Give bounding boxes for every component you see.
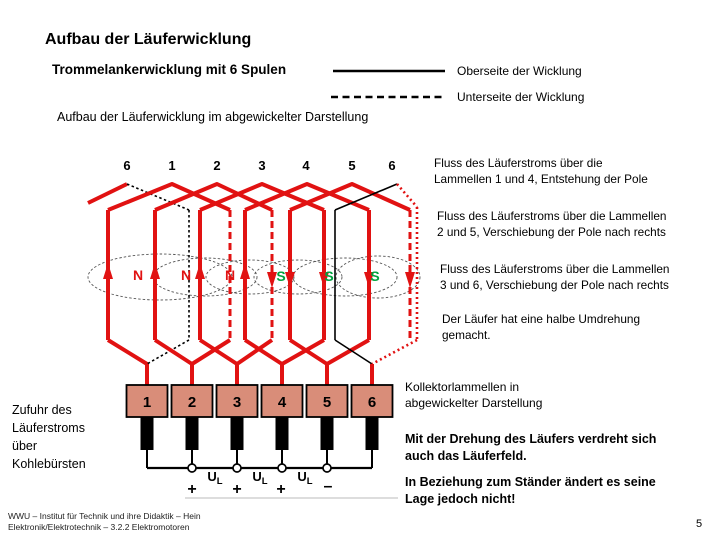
annotation-line: Zufuhr des — [12, 403, 72, 417]
lamella-2 — [170, 384, 214, 418]
annotation-line: Mit der Drehung des Läufers verdreht sic… — [405, 432, 657, 446]
slot-number: 4 — [302, 158, 310, 173]
annotation-line: Lammellen 1 und 4, Entstehung der Pole — [434, 172, 648, 186]
lamella-3 — [215, 384, 259, 418]
terminal-circle — [277, 463, 287, 473]
voltage-label: UL — [207, 469, 222, 487]
annotation-flux-2: Fluss des Läuferstroms über die Lammelle… — [437, 208, 667, 240]
annotation-line: Lage jedoch nicht! — [405, 492, 516, 506]
lamella-number: 6 — [368, 394, 376, 411]
slot-number: 5 — [348, 158, 356, 173]
slot-number: 3 — [258, 158, 266, 173]
pole-labels: N N N S S S — [133, 267, 380, 284]
lamella-4 — [260, 384, 304, 418]
voltage-symbol: U — [297, 469, 307, 484]
lamella-5 — [305, 384, 349, 418]
voltage-symbol: U — [207, 469, 217, 484]
page-number: 5 — [696, 518, 703, 530]
annotation-line: gemacht. — [442, 328, 491, 342]
plus-sign: + — [276, 481, 285, 498]
collector-lamellae: 1 2 3 4 5 6 — [125, 384, 394, 418]
voltage-label: UL — [297, 469, 312, 487]
footer-line: WWU – Institut für Technik und ihre Dida… — [8, 511, 201, 521]
diagram-caption: Aufbau der Läuferwicklung im abgewickelt… — [57, 110, 369, 124]
pole-label-s: S — [276, 268, 285, 284]
lamella-number: 3 — [233, 394, 241, 411]
slot-number: 2 — [213, 158, 221, 173]
winding-top-endturns — [87, 182, 418, 212]
annotation-rotation: Der Läufer hat eine halbe Umdrehung gema… — [442, 311, 640, 343]
lamella-number: 4 — [278, 394, 287, 411]
annotation-zufuhr: Zufuhr des Läuferstroms über Kohlebürste… — [12, 401, 86, 473]
terminal-circle — [232, 463, 242, 473]
winding-bottom-connections — [106, 338, 418, 385]
annotation-flux-3: Fluss des Läuferstroms über die Lammelle… — [440, 261, 670, 293]
annotation-line: abgewickelter Darstellung — [405, 396, 543, 410]
annotation-kollektor: Kollektorlammellen in abgewickelter Dars… — [405, 379, 542, 411]
terminal-circle — [187, 463, 197, 473]
slot-number: 6 — [388, 158, 396, 173]
legend-label-oberseite: Oberseite der Wicklung — [457, 64, 582, 78]
annotation-line: Läuferstroms — [12, 421, 85, 435]
annotation-line: Kollektorlammellen in — [405, 380, 520, 394]
carbon-brushes — [140, 417, 379, 450]
pole-label-n: N — [181, 267, 191, 283]
lamella-number: 5 — [323, 394, 331, 411]
voltage-subscript: L — [261, 476, 268, 487]
annotation-line: auch das Läuferfeld. — [405, 449, 527, 463]
voltage-symbol: U — [252, 469, 262, 484]
legend-label-unterseite: Unterseite der Wicklung — [457, 90, 585, 104]
voltage-label: UL — [252, 469, 267, 487]
current-arrows — [103, 263, 415, 288]
slot-number: 1 — [168, 158, 176, 173]
minus-sign: – — [324, 478, 333, 495]
pole-label-s: S — [370, 268, 379, 284]
pole-label-n: N — [225, 267, 235, 283]
page-title: Aufbau der Läuferwicklung — [45, 31, 252, 48]
annotation-line: Fluss des Läuferstroms über die Lammelle… — [437, 209, 667, 223]
footer: WWU – Institut für Technik und ihre Dida… — [8, 511, 201, 533]
annotation-line: 3 und 6, Verschiebung der Pole nach rech… — [440, 278, 669, 292]
supply-bus — [146, 450, 373, 473]
lamella-number: 1 — [143, 394, 151, 411]
footer-line: Elektronik/Elektrotechnik – 3.2.2 Elektr… — [8, 522, 190, 532]
annotation-flux-1: Fluss des Läuferstroms über die Lammelle… — [434, 155, 648, 187]
lamella-6 — [350, 384, 394, 418]
annotation-line: Der Läufer hat eine halbe Umdrehung — [442, 312, 641, 326]
plus-sign: + — [232, 481, 241, 498]
voltage-subscript: L — [306, 476, 313, 487]
lamella-number: 2 — [188, 394, 196, 411]
annotation-line: Kohlebürsten — [12, 457, 86, 471]
pole-label-n: N — [133, 267, 143, 283]
annotation-bold-1: Mit der Drehung des Läufers verdreht sic… — [405, 431, 656, 465]
plus-sign: + — [187, 481, 196, 498]
annotation-bold-2: In Beziehung zum Ständer ändert es seine… — [405, 474, 656, 508]
annotation-line: Fluss des Läuferstroms über die — [434, 156, 603, 170]
annotation-line: In Beziehung zum Ständer ändert es seine — [405, 475, 656, 489]
polarity-signs: + + + – — [187, 478, 332, 498]
voltage-subscript: L — [216, 476, 223, 487]
subtitle: Trommelankerwicklung mit 6 Spulen — [52, 62, 287, 77]
pole-label-s: S — [324, 268, 333, 284]
slot-number: 6 — [123, 158, 131, 173]
terminal-circle — [322, 463, 332, 473]
annotation-line: Fluss des Läuferstroms über die Lammelle… — [440, 262, 670, 276]
annotation-line: 2 und 5, Verschiebung der Pole nach rech… — [437, 225, 666, 239]
annotation-line: über — [12, 439, 38, 453]
